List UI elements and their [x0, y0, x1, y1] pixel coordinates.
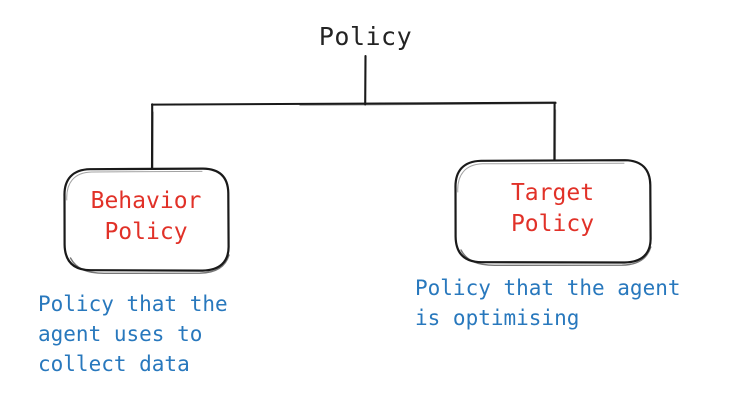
caption-target-policy: Policy that the agent is optimising	[415, 276, 681, 330]
node-label-behavior-policy: Behavior Policy	[90, 188, 202, 245]
node-box-target-policy[interactable]	[454, 159, 652, 266]
connector-branch-right	[553, 101, 557, 163]
node-label-target-policy: Target Policy	[510, 180, 595, 237]
caption-behavior-policy: Policy that the agent uses to collect da…	[38, 292, 228, 376]
node-box-behavior-policy[interactable]	[63, 167, 230, 274]
connector-horizontal-bar	[151, 101, 557, 106]
root-node-label: Policy	[318, 22, 413, 51]
connector-branch-left	[150, 103, 154, 172]
